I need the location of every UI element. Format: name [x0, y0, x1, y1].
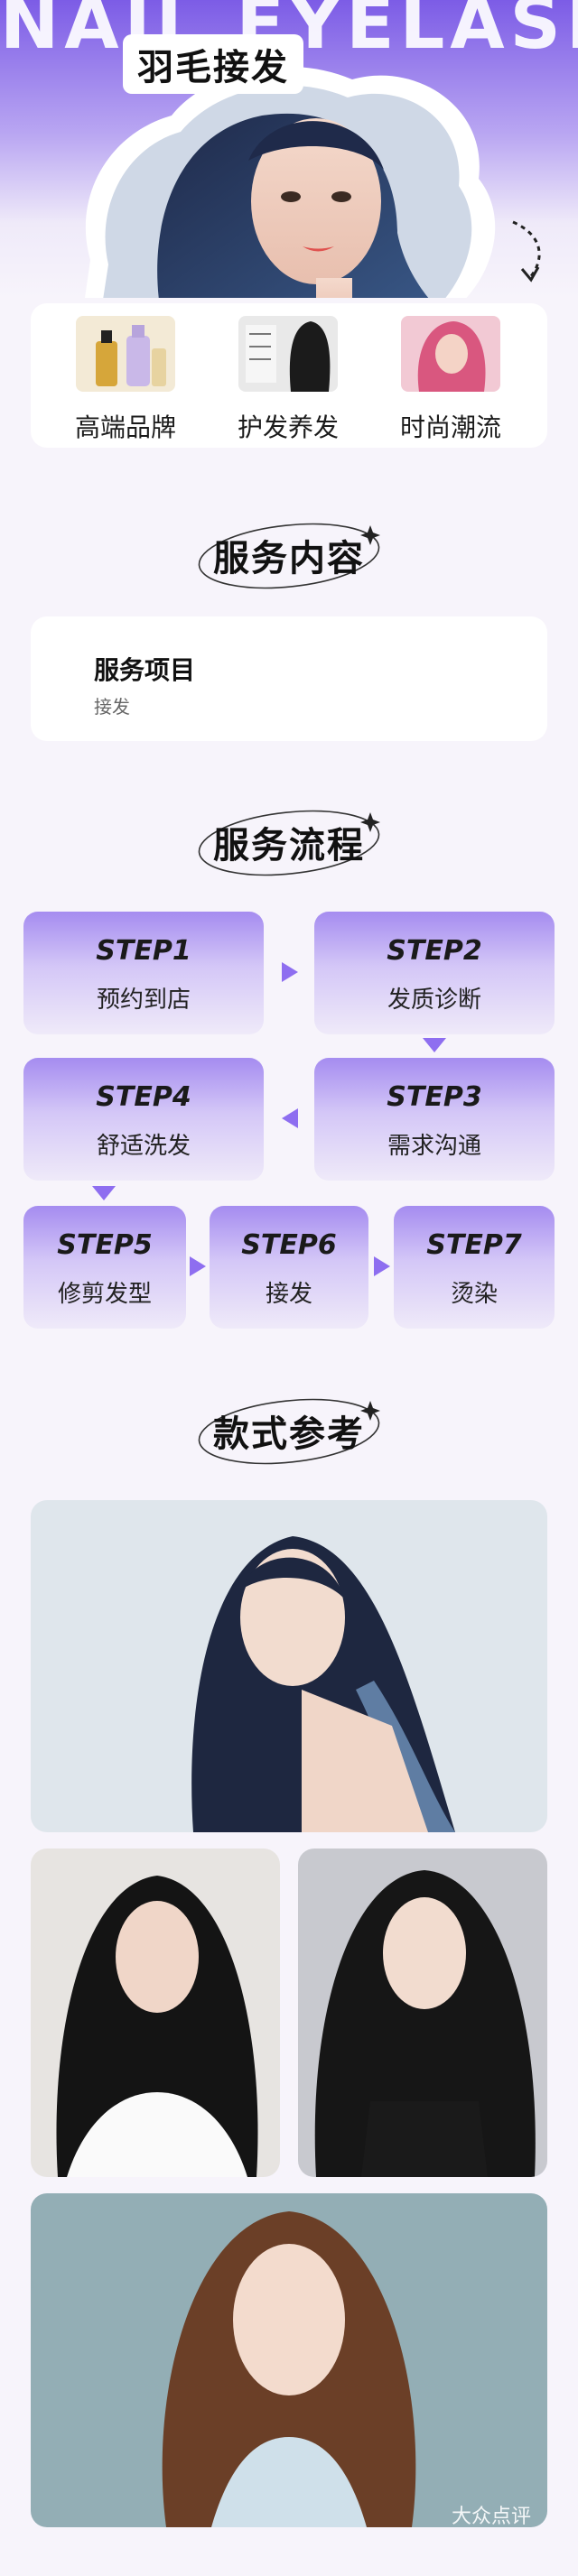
step-key: STEP2 — [387, 935, 482, 967]
hero-title: 羽毛接发 — [123, 34, 303, 94]
step-card-2: STEP2 发质诊断 — [314, 912, 555, 1034]
feature-trend: 时尚潮流 — [383, 316, 518, 444]
section-title-text: 服务流程 — [213, 825, 365, 866]
feature-card: 高端品牌 护发养发 时尚潮流 — [31, 303, 547, 448]
step-key: STEP4 — [96, 1081, 191, 1113]
section-title-text: 服务内容 — [213, 538, 365, 579]
step-label: 烫染 — [450, 1281, 498, 1308]
section-title-text: 款式参考 — [213, 1413, 365, 1455]
swirl-decoration-icon — [198, 1398, 380, 1465]
feature-label-brand: 高端品牌 — [74, 412, 176, 442]
step-card-6: STEP6 接发 — [210, 1206, 368, 1329]
service-item-label: 服务项目 — [94, 655, 196, 685]
step-label: 接发 — [265, 1281, 312, 1308]
style-photo-3 — [298, 1849, 547, 2177]
feature-care: 护发养发 — [220, 316, 356, 444]
section-title-style-reference: 款式参考 — [0, 1381, 578, 1480]
section-title-service-process: 服务流程 — [0, 792, 578, 892]
hair-oil-bottles-icon — [76, 316, 175, 392]
style-photo-4 — [31, 2193, 547, 2527]
step-key: STEP1 — [96, 935, 191, 967]
step-label: 舒适洗发 — [96, 1133, 191, 1160]
swirl-decoration-icon — [198, 810, 380, 876]
step-card-7: STEP7 烫染 — [394, 1206, 555, 1329]
section-title-service-content: 服务内容 — [0, 505, 578, 605]
arrow-right-icon — [374, 1256, 390, 1276]
step-label: 预约到店 — [96, 987, 191, 1014]
step-card-1: STEP1 预约到店 — [23, 912, 264, 1034]
style-photo-1 — [31, 1500, 547, 1832]
feature-brand: 高端品牌 — [58, 316, 193, 444]
arrow-right-icon — [190, 1256, 206, 1276]
pink-hair-icon — [401, 316, 500, 392]
step-card-4: STEP4 舒适洗发 — [23, 1058, 264, 1181]
feature-label-care: 护发养发 — [237, 412, 339, 442]
hero-model-photo — [85, 66, 496, 298]
arrow-left-icon — [282, 1108, 298, 1128]
step-label: 发质诊断 — [387, 987, 481, 1014]
service-item-value: 接发 — [94, 696, 130, 718]
step-card-3: STEP3 需求沟通 — [314, 1058, 555, 1181]
step-card-5: STEP5 修剪发型 — [23, 1206, 186, 1329]
step-key: STEP7 — [426, 1229, 522, 1261]
step-label: 需求沟通 — [387, 1133, 481, 1160]
hero-banner: NAIL EYELASH 羽毛接发 — [0, 0, 578, 298]
step-key: STEP3 — [387, 1081, 482, 1113]
step-label: 修剪发型 — [57, 1281, 152, 1308]
arrow-down-icon — [92, 1186, 116, 1200]
feature-label-trend: 时尚潮流 — [399, 412, 501, 442]
style-photo-2 — [31, 1849, 280, 2177]
hair-care-icon — [238, 316, 338, 392]
curved-arrow-down-icon — [512, 220, 541, 283]
watermark: 大众点评 — [452, 2506, 532, 2528]
arrow-down-icon — [423, 1038, 446, 1052]
swirl-decoration-icon — [198, 523, 380, 589]
service-item-card: 服务项目 接发 — [31, 616, 547, 741]
step-key: STEP6 — [241, 1229, 337, 1261]
arrow-right-icon — [282, 962, 298, 982]
step-key: STEP5 — [57, 1229, 153, 1261]
